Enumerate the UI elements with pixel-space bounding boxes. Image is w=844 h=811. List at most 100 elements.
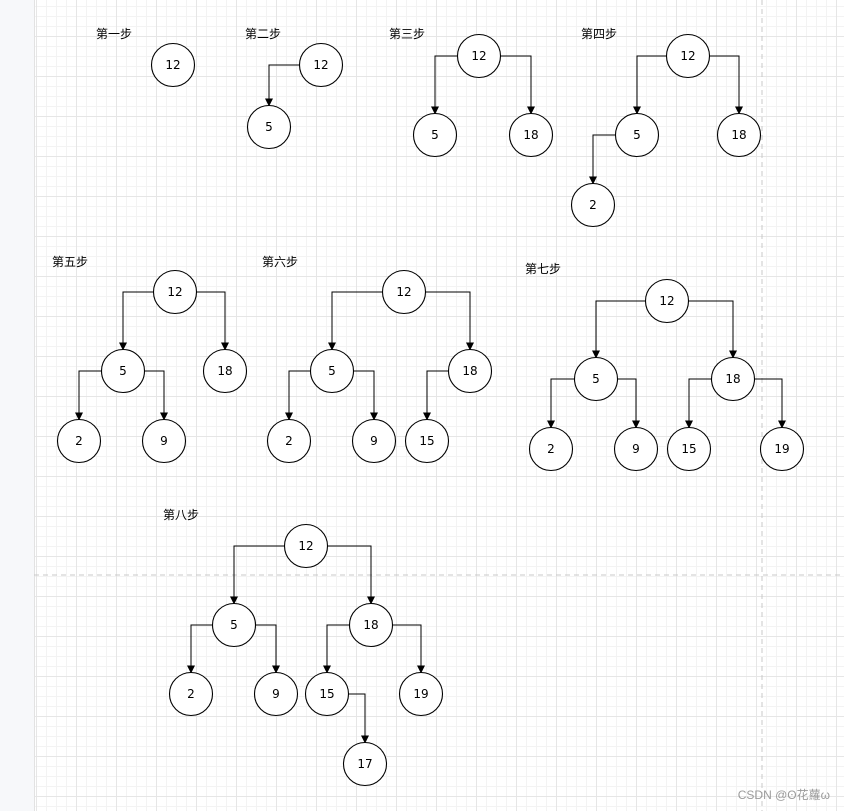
- tree-node-label: 5: [328, 364, 336, 378]
- tree-node-label: 9: [632, 442, 640, 456]
- step-5-edge-5-to-2: [75, 370, 102, 421]
- step-7-title: 第七步: [525, 262, 561, 276]
- step-6-node-18[interactable]: 18: [447, 348, 493, 394]
- tree-node-label: 5: [633, 128, 641, 142]
- tree-node-label: 12: [680, 49, 695, 63]
- tree-node-label: 5: [230, 618, 238, 632]
- step-8-edge-18-to-15: [323, 624, 350, 674]
- tree-node-circle: [644, 278, 690, 324]
- step-8-node-2[interactable]: 2: [168, 671, 214, 717]
- step-8-node-9[interactable]: 9: [253, 671, 299, 717]
- tree-node-circle: [381, 269, 427, 315]
- tree-node-label: 2: [75, 434, 83, 448]
- step-4-node-12[interactable]: 12: [665, 33, 711, 79]
- step-7-node-12[interactable]: 12: [644, 278, 690, 324]
- step-7-edge-5-to-2: [547, 378, 575, 429]
- tree-node-circle: [152, 269, 198, 315]
- step-5-node-12[interactable]: 12: [152, 269, 198, 315]
- step-7-edge-18-to-15: [685, 378, 712, 429]
- step-5-node-9[interactable]: 9: [141, 418, 187, 464]
- step-7-node-19[interactable]: 19: [759, 426, 805, 472]
- tree-node-label: 18: [725, 372, 740, 386]
- step-6-title: 第六步: [262, 255, 298, 269]
- tree-node-label: 9: [160, 434, 168, 448]
- step-4-node-5[interactable]: 5: [614, 112, 660, 158]
- tree-node-circle: [614, 112, 660, 158]
- tree-node-circle: [665, 33, 711, 79]
- step-5-group: 第五步 125 18 2 9: [52, 255, 248, 464]
- step-5-title: 第五步: [52, 255, 88, 269]
- tree-node-label: 18: [217, 364, 232, 378]
- step-8-edge-15-to-17: [348, 693, 369, 744]
- step-7-node-9[interactable]: 9: [613, 426, 659, 472]
- step-3-title: 第三步: [389, 27, 425, 41]
- tree-node-circle: [141, 418, 187, 464]
- step-2-node-12[interactable]: 12: [298, 42, 344, 88]
- step-8-node-15[interactable]: 15: [304, 671, 350, 717]
- step-3-node-18[interactable]: 18: [508, 112, 554, 158]
- step-6-node-9[interactable]: 9: [351, 418, 397, 464]
- step-1-node-12[interactable]: 12: [150, 42, 196, 88]
- tree-node-circle: [342, 741, 388, 787]
- step-5-node-18[interactable]: 18: [202, 348, 248, 394]
- step-3-group: 第三步 12 5 18: [389, 27, 554, 158]
- tree-node-circle: [150, 42, 196, 88]
- step-6-edge-5-to-9: [353, 370, 378, 421]
- tree-node-circle: [100, 348, 146, 394]
- tree-node-circle: [666, 426, 712, 472]
- step-8-node-5[interactable]: 5: [211, 602, 257, 648]
- tree-node-circle: [759, 426, 805, 472]
- tree-node-label: 5: [592, 372, 600, 386]
- tree-node-circle: [613, 426, 659, 472]
- step-7-node-2[interactable]: 2: [528, 426, 574, 472]
- tree-node-circle: [309, 348, 355, 394]
- step-2-node-5[interactable]: 5: [246, 104, 292, 150]
- tree-node-label: 2: [187, 687, 195, 701]
- step-7-node-5[interactable]: 5: [573, 356, 619, 402]
- step-6-node-12[interactable]: 12: [381, 269, 427, 315]
- tree-node-circle: [348, 602, 394, 648]
- step-8-edge-18-to-19: [392, 624, 425, 674]
- tree-node-label: 5: [265, 120, 273, 134]
- step-5-node-5[interactable]: 5: [100, 348, 146, 394]
- tree-node-circle: [298, 42, 344, 88]
- step-6-node-5[interactable]: 5: [309, 348, 355, 394]
- tree-node-label: 12: [298, 539, 313, 553]
- step-6-edge-18-to-15: [423, 370, 449, 421]
- step-4-node-2[interactable]: 2: [570, 182, 616, 228]
- tree-node-label: 19: [413, 687, 428, 701]
- step-7-edge-12-to-5: [592, 300, 646, 359]
- step-4-node-18[interactable]: 18: [716, 112, 762, 158]
- step-6-node-2[interactable]: 2: [266, 418, 312, 464]
- step-8-node-12[interactable]: 12: [283, 523, 329, 569]
- step-6-edge-5-to-2: [285, 370, 311, 421]
- tree-node-circle: [447, 348, 493, 394]
- tree-node-label: 19: [774, 442, 789, 456]
- step-2-edge-12-to-5: [265, 64, 300, 107]
- step-7-node-18[interactable]: 18: [710, 356, 756, 402]
- step-8-node-17[interactable]: 17: [342, 741, 388, 787]
- step-8-node-18[interactable]: 18: [348, 602, 394, 648]
- canvas-left-gutter: [0, 0, 35, 811]
- step-8-edge-5-to-2: [187, 624, 213, 674]
- tree-node-circle: [202, 348, 248, 394]
- step-7-group: 第七步 12 5 18 2 9 15 19: [525, 262, 805, 472]
- tree-node-circle: [398, 671, 444, 717]
- step-8-node-19[interactable]: 19: [398, 671, 444, 717]
- tree-node-label: 17: [357, 757, 372, 771]
- tree-node-circle: [573, 356, 619, 402]
- step-5-node-2[interactable]: 2: [56, 418, 102, 464]
- step-7-node-15[interactable]: 15: [666, 426, 712, 472]
- step-6-node-15[interactable]: 15: [404, 418, 450, 464]
- step-3-node-5[interactable]: 5: [412, 112, 458, 158]
- tree-node-circle: [351, 418, 397, 464]
- step-3-node-12[interactable]: 12: [456, 33, 502, 79]
- tree-node-label: 18: [462, 364, 477, 378]
- tree-node-circle: [283, 523, 329, 569]
- step-3-edge-12-to-5: [431, 55, 458, 115]
- tree-node-label: 12: [659, 294, 674, 308]
